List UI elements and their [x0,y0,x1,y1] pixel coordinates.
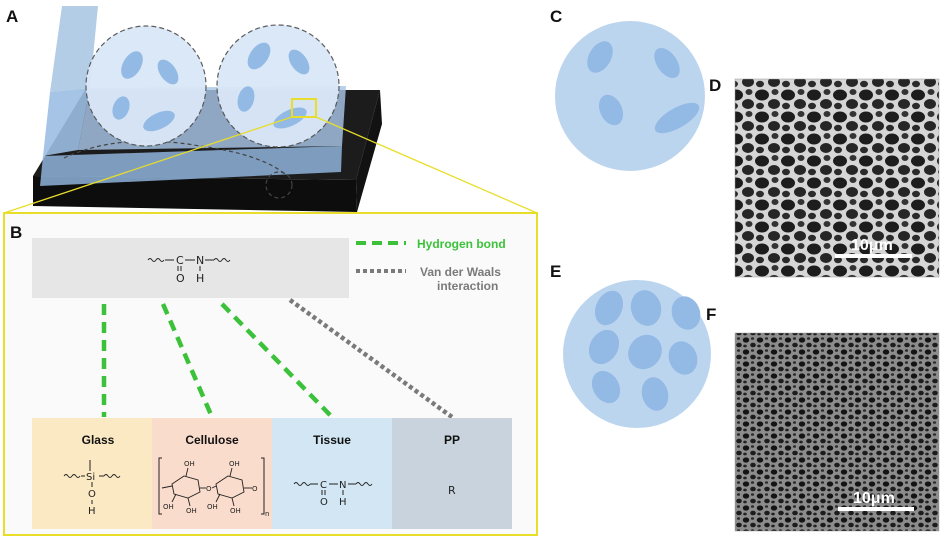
amide-squiggle-right [213,258,231,262]
cellulose-oh-3: OH [186,507,197,515]
gel-particle-c [555,21,705,171]
panel-f-label: F [706,305,716,324]
legend-vdw-label-line2: interaction [437,279,498,293]
vdw-line-pp [288,298,454,419]
particle-e-pore-3 [671,296,701,330]
zoom-line-left [3,116,293,214]
panel-e-scene: E [550,262,711,428]
hbond-line-tissue [220,302,334,419]
particle-e-pore-2 [630,290,662,326]
cellulose-oh-2: OH [163,503,174,511]
glass-h: H [88,506,96,517]
bead-right-pore-3 [237,86,255,112]
bead-right-pore-1 [247,42,271,70]
cellulose-oh-4: OH [229,460,240,468]
sem-image-f-border [734,332,940,532]
sem-image-d [735,79,939,277]
panel-a-label: A [6,7,18,26]
glass-structure: Si O H [63,460,121,517]
particle-e-pore-8 [641,377,669,411]
bead-left-pore-3 [112,96,130,120]
sem-image-d-border [734,78,940,278]
bead-right-pore-2 [288,49,310,75]
sem-d-scale-label: 10μm [851,237,893,254]
zoom-highlight-box [291,98,317,118]
panel-d-sem: D 10μm [709,76,940,278]
particle-e-pore-1 [594,290,624,326]
cellulose-repeat-n: n [265,510,269,518]
cellulose-oh-1: OH [184,460,195,468]
particle-c-pore-1 [587,41,613,73]
amide-squiggle-left [147,258,165,262]
hbond-line-cellulose [160,303,215,418]
cellulose-oh-6: OH [230,507,241,515]
tissue-structure: C N O H [293,480,373,508]
amide-h: H [196,272,204,285]
panel-a-scene: A [3,6,538,214]
tissue-h: H [339,497,347,508]
sem-image-f [735,333,939,531]
substrate-box-glass [32,418,152,529]
gel-bead-right [216,24,340,148]
glass-si: Si [86,472,95,483]
panel-d-label: D [709,76,721,95]
amide-c: C [176,254,184,267]
amide-o: O [176,272,185,285]
panel-e-label: E [550,262,561,281]
particle-e-pore-6 [668,341,698,375]
substrate-name-glass: Glass [82,433,115,447]
substrate-name-cellulose: Cellulose [185,433,239,447]
particle-e-pore-7 [591,370,621,404]
substrate-box-pp [392,418,512,529]
cellulose-glycosidic-o: O [206,485,212,493]
panel-c-label: C [550,7,562,26]
bead-left-pore-2 [157,59,179,85]
base-slab-front [33,176,357,212]
amide-n: N [196,254,204,267]
pp-r: R [448,484,456,497]
gel-wall-back [50,6,98,92]
tissue-c: C [320,480,327,491]
panel-f-sem: F 10μm [706,305,940,532]
particle-e-pore-5 [628,334,662,370]
bead-left-pore-1 [121,51,143,79]
substrate-box-cellulose [152,418,272,529]
tissue-n: N [339,480,346,491]
cellulose-oh-5: OH [207,503,218,511]
cellulose-end-o: O [252,485,258,493]
particle-c-pore-3 [598,94,624,126]
substrate-name-tissue: Tissue [313,433,351,447]
glass-o: O [88,489,96,500]
sem-f-scale-label: 10μm [853,490,895,507]
cellulose-structure: O O OH OH OH OH OH OH n [158,457,269,518]
base-slab-side [356,90,382,212]
substrate-box-tissue [272,418,392,529]
particle-c-pore-2 [654,47,680,79]
particle-e-pore-4 [588,329,620,365]
tissue-o: O [320,497,328,508]
legend-vdw-label-line1: Van der Waals [420,265,501,279]
bead-left-pore-4 [143,110,175,132]
substrate-name-pp: PP [444,433,460,447]
contact-outline-right [265,171,293,199]
gel-wall-front [43,88,90,156]
polymer-amide-box [32,238,349,298]
contact-outline-left [63,140,286,175]
particle-c-pore-4 [654,102,700,134]
zoom-line-right [315,116,538,214]
panel-c-scene: C [550,7,705,171]
legend-hydrogen-label: Hydrogen bond [417,237,506,251]
panel-b-interaction-scheme: B C N O H Hydrogen bond Van der Waals in… [3,212,538,536]
panel-b-label: B [10,223,22,242]
